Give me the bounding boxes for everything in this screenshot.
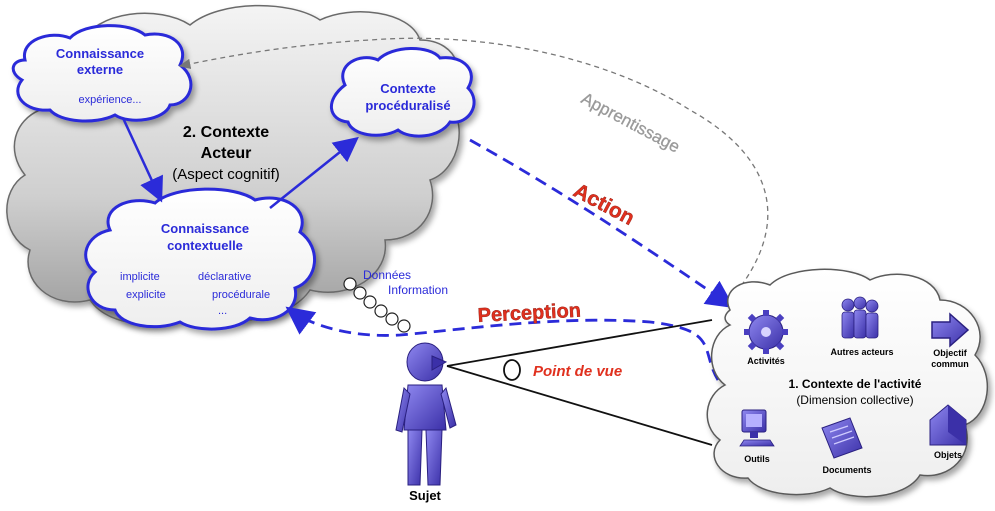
- subject-figure-icon: [395, 342, 457, 486]
- data-circle: [363, 295, 377, 309]
- objectif-label-line1: Objectif: [933, 348, 968, 358]
- donnees-label: Données: [363, 268, 411, 282]
- arrow-contextual-to-proceduralized: [269, 136, 359, 209]
- contextual-knowledge-cloud: Connaissance contextuelle implicite expl…: [84, 187, 316, 331]
- external-knowledge-detail: expérience...: [79, 94, 142, 106]
- arrow-external-to-contextual: [121, 117, 163, 203]
- action-label: Action: [570, 179, 638, 230]
- proceduralized-line2: procéduralisé: [365, 98, 450, 113]
- proceduralized-context-cloud: Contexte procéduralisé: [329, 47, 476, 138]
- data-circle: [397, 319, 411, 333]
- declarative-label: déclarative: [198, 271, 251, 283]
- procedurale-label: procédurale: [212, 289, 270, 301]
- activity-context-title: 1. Contexte de l'activité: [789, 377, 922, 391]
- activities-gear-icon: [744, 310, 788, 354]
- perception-arrow: [285, 306, 720, 381]
- information-label: Information: [388, 283, 448, 297]
- view-line-bottom: [446, 365, 713, 446]
- actor-subtitle: (Aspect cognitif): [172, 166, 280, 183]
- data-circle: [385, 312, 399, 326]
- tools-computer-icon: [739, 409, 775, 447]
- proceduralized-line1: Contexte: [380, 81, 436, 96]
- learning-label: Apprentissage: [578, 89, 683, 157]
- common-goal-arrow-icon: [931, 312, 970, 348]
- outils-label: Outils: [744, 454, 770, 464]
- subject-label: Sujet: [409, 488, 441, 503]
- data-information-chain: [343, 277, 411, 333]
- activity-context-subtitle: (Dimension collective): [796, 393, 913, 407]
- documents-label: Documents: [822, 465, 871, 475]
- view-line-top: [446, 319, 713, 367]
- data-circle: [343, 277, 357, 291]
- view-angle-arc: [503, 359, 521, 381]
- external-knowledge-line1: Connaissance: [56, 46, 144, 61]
- actor-title-line2: Acteur: [201, 145, 252, 162]
- objets-label: Objets: [934, 450, 962, 460]
- explicite-label: explicite: [126, 289, 166, 301]
- autres-acteurs-label: Autres acteurs: [830, 347, 893, 357]
- data-circle: [353, 286, 367, 300]
- actor-title-line1: 2. Contexte: [183, 124, 269, 141]
- activites-label: Activités: [747, 356, 785, 366]
- data-circle: [374, 304, 388, 318]
- objects-house-icon: [929, 404, 967, 446]
- other-actors-icon: [841, 296, 879, 339]
- contextual-knowledge-line2: contextuelle: [167, 238, 243, 253]
- action-arrow: [469, 138, 735, 309]
- perception-label: Perception: [477, 300, 581, 327]
- learning-arrow: [178, 37, 769, 301]
- point-of-view-label: Point de vue: [533, 363, 622, 380]
- external-knowledge-cloud: Connaissance externe expérience...: [11, 24, 193, 123]
- implicite-label: implicite: [120, 271, 160, 283]
- contextual-knowledge-line1: Connaissance: [161, 221, 249, 236]
- documents-icon: [821, 417, 863, 459]
- external-knowledge-line2: externe: [77, 62, 123, 77]
- objectif-label-line2: commun: [931, 359, 969, 369]
- ellipsis-label: ...: [218, 305, 227, 317]
- actor-context-title: 2. Contexte Acteur (Aspect cognitif): [172, 124, 280, 183]
